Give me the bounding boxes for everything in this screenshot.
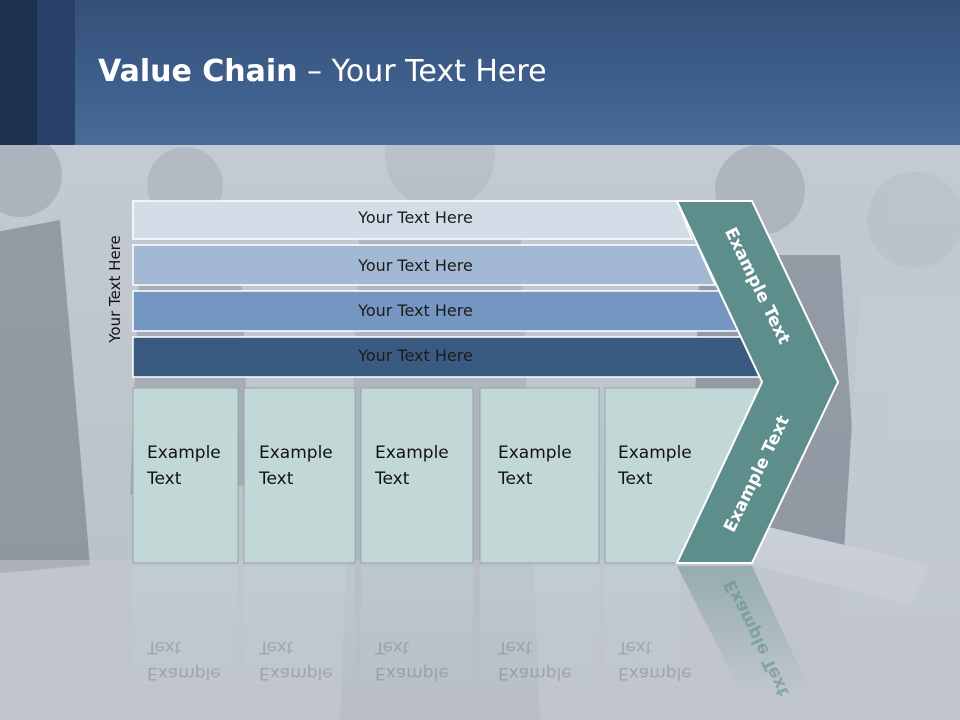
box-4 xyxy=(479,387,600,564)
box-3-reflection xyxy=(361,566,473,696)
header-accent-dark xyxy=(0,0,37,145)
chevron-reflection xyxy=(677,566,810,690)
box-1 xyxy=(132,387,239,564)
title-bold: Value Chain xyxy=(98,54,298,89)
box-5-reflection xyxy=(605,566,680,696)
chevron-arrow xyxy=(675,200,840,564)
title-rest: – Your Text Here xyxy=(297,54,547,89)
band-4-label: Your Text Here xyxy=(358,346,473,365)
slide-title: Value Chain – Your Text Here xyxy=(98,54,547,89)
box-1-reflection xyxy=(133,566,238,696)
band-1-label: Your Text Here xyxy=(358,208,473,227)
box-2-reflection xyxy=(244,566,355,696)
header-bar: Value Chain – Your Text Here xyxy=(0,0,960,145)
band-3-label: Your Text Here xyxy=(358,301,473,320)
band-2 xyxy=(132,244,717,286)
box-3 xyxy=(360,387,474,564)
band-2-label: Your Text Here xyxy=(358,256,473,275)
header-accent-mid xyxy=(37,0,75,145)
box-4-reflection xyxy=(480,566,599,696)
box-2 xyxy=(243,387,356,564)
band-1 xyxy=(132,200,694,240)
